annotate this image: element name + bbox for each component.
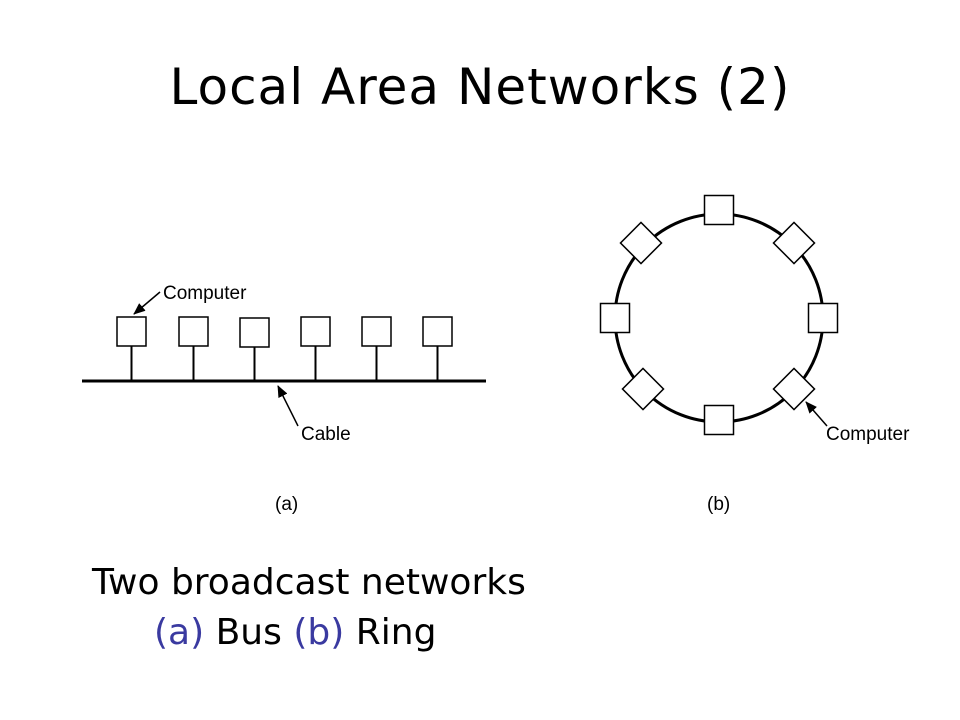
- caption-ring: Ring: [355, 612, 437, 653]
- bus-network: Computer Cable (a): [82, 283, 486, 515]
- caption-marker-b: (b): [293, 612, 345, 653]
- ring-computer: [621, 367, 665, 411]
- computer-arrow: [133, 291, 161, 315]
- bus-computer: [361, 316, 392, 381]
- ring-network: Computer (b): [599, 194, 910, 515]
- panel-label-b: (b): [707, 494, 730, 515]
- bus-computer: [178, 316, 209, 381]
- panel-label-a: (a): [275, 494, 298, 515]
- bus-computer: [300, 316, 331, 381]
- ring-computer: [599, 302, 631, 334]
- computer-label: Computer: [163, 283, 247, 304]
- slide-title: Local Area Networks (2): [169, 58, 791, 116]
- ring-computer: [807, 302, 839, 334]
- caption-marker-a: (a): [154, 612, 205, 653]
- caption-line-2: (a) Bus (b) Ring: [92, 608, 526, 658]
- ring-computer: [703, 194, 735, 226]
- caption-line-1: Two broadcast networks: [92, 562, 526, 603]
- ring-computer-arrow: [805, 401, 828, 427]
- bus-computer: [422, 316, 453, 381]
- ring-computer: [703, 404, 735, 436]
- ring-computer: [772, 367, 816, 411]
- caption: Two broadcast networks (a) Bus (b) Ring: [92, 558, 526, 658]
- bus-computer: [116, 316, 147, 381]
- ring-computer-label: Computer: [826, 424, 910, 445]
- ring-computer: [619, 221, 663, 265]
- cable-label: Cable: [301, 424, 351, 445]
- ring-computer: [772, 221, 816, 265]
- bus-computer: [239, 317, 270, 381]
- cable-arrow: [277, 385, 299, 427]
- caption-bus: Bus: [215, 612, 282, 653]
